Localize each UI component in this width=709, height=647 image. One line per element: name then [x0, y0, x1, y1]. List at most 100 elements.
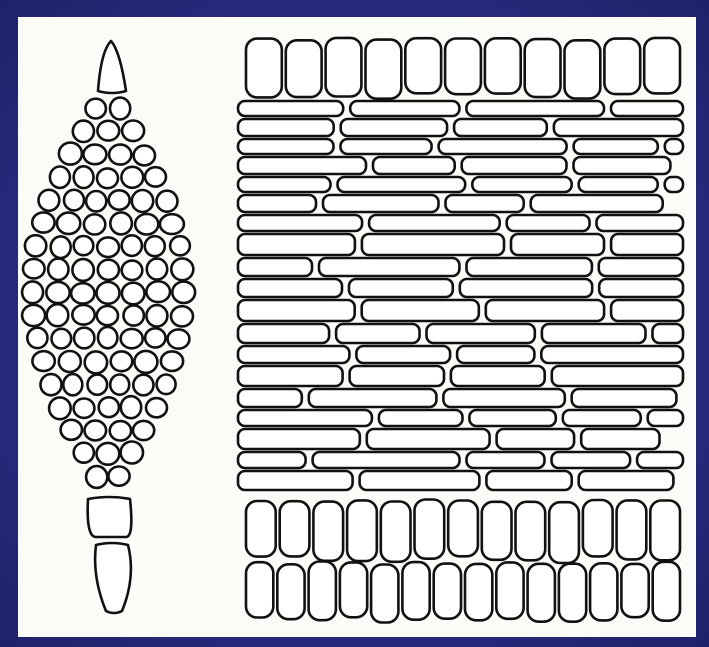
procumbent-cell: [611, 101, 683, 116]
procumbent-cell: [367, 429, 490, 449]
procumbent-cell: [597, 215, 684, 231]
longitudinal-section: [238, 38, 683, 623]
parenchyma-cell: [147, 259, 167, 280]
parenchyma-cell: [146, 281, 170, 302]
parenchyma-cell: [57, 213, 80, 234]
parenchyma-cell: [134, 351, 157, 373]
procumbent-cell: [238, 300, 355, 321]
procumbent-cell: [542, 324, 646, 343]
parenchyma-cell: [74, 236, 94, 255]
parenchyma-cell: [74, 166, 94, 188]
parenchyma-cell: [160, 214, 184, 234]
procumbent-cell: [574, 157, 671, 174]
procumbent-cell: [653, 324, 684, 343]
procumbent-cell: [579, 471, 674, 490]
procumbent-cell: [466, 101, 604, 116]
upright-cell: [366, 40, 402, 99]
parenchyma-cell: [25, 235, 46, 256]
parenchyma-cell: [59, 143, 82, 165]
procumbent-cell: [554, 119, 683, 136]
procumbent-cell: [599, 258, 683, 276]
procumbent-cell: [238, 234, 355, 255]
parenchyma-cell: [86, 466, 107, 488]
procumbent-cell: [454, 119, 547, 136]
parenchyma-cell: [73, 121, 94, 142]
procumbent-cell: [574, 139, 658, 154]
figure-panel: [18, 17, 696, 637]
upright-cell: [559, 564, 586, 622]
parenchyma-cell: [22, 281, 43, 303]
procumbent-cell: [460, 279, 592, 297]
upright-cell: [604, 39, 640, 95]
parenchyma-cell: [124, 305, 144, 325]
upright-cell: [485, 38, 521, 93]
procumbent-cell: [486, 300, 604, 321]
parenchyma-cell: [86, 99, 106, 119]
procumbent-cell: [350, 366, 444, 386]
upright-cell: [653, 562, 680, 621]
procumbent-cell: [362, 300, 479, 321]
procumbent-cell: [238, 258, 312, 276]
procumbent-cell: [462, 157, 567, 174]
procumbent-cell: [379, 410, 463, 426]
parenchyma-cell: [23, 259, 45, 278]
parenchyma-cell: [88, 375, 108, 395]
upright-cell: [565, 40, 601, 98]
parenchyma-cell: [72, 305, 94, 325]
upright-cell: [650, 501, 680, 561]
procumbent-cell: [552, 452, 631, 468]
upright-cell: [340, 562, 367, 617]
parenchyma-cell: [85, 351, 107, 373]
upright-cell: [246, 562, 273, 617]
upright-cell: [621, 564, 648, 617]
procumbent-cell: [579, 177, 658, 192]
parenchyma-cell: [97, 443, 120, 465]
upright-cell: [405, 38, 441, 93]
procumbent-cell: [313, 452, 460, 468]
procumbent-cell: [373, 157, 455, 174]
procumbent-cell: [599, 279, 683, 297]
upright-cell: [434, 564, 461, 619]
parenchyma-cell: [64, 190, 84, 211]
parenchyma-cell: [109, 145, 131, 165]
parenchyma-cell: [121, 167, 143, 188]
parenchyma-cell: [98, 260, 119, 280]
parenchyma-cell: [97, 306, 118, 325]
procumbent-cell: [238, 429, 360, 449]
procumbent-cell: [507, 215, 590, 231]
procumbent-cell: [439, 139, 567, 154]
procumbent-cell: [665, 177, 683, 192]
procumbent-cell: [336, 324, 419, 343]
parenchyma-cell: [110, 98, 130, 120]
end-cell: [95, 543, 131, 613]
procumbent-cell: [457, 346, 534, 363]
procumbent-cell: [238, 139, 334, 154]
parenchyma-cell: [74, 328, 94, 349]
procumbent-cell: [238, 410, 372, 426]
parenchyma-cell: [49, 397, 71, 419]
end-cell: [98, 41, 126, 93]
procumbent-cell: [238, 279, 342, 297]
upright-cell: [347, 500, 377, 561]
parenchyma-cell: [146, 305, 167, 326]
procumbent-cell: [469, 410, 555, 426]
parenchyma-cell: [170, 236, 190, 255]
upright-cell: [465, 564, 492, 620]
parenchyma-cell: [121, 329, 143, 348]
upright-cell: [590, 563, 617, 620]
upright-cell: [549, 502, 579, 563]
upright-cell: [445, 39, 481, 95]
procumbent-cell: [362, 234, 504, 255]
parenchyma-cell: [83, 145, 106, 165]
parenchyma-cell: [157, 375, 176, 395]
upright-cell: [516, 502, 546, 561]
procumbent-cell: [341, 139, 432, 154]
upright-cell: [644, 38, 680, 94]
procumbent-cell: [338, 177, 466, 192]
parenchyma-cell: [99, 397, 119, 417]
parenchyma-cell: [121, 442, 143, 464]
procumbent-cell: [541, 346, 683, 363]
upright-cell: [246, 39, 282, 98]
parenchyma-cell: [134, 146, 155, 166]
procumbent-cell: [637, 452, 683, 468]
